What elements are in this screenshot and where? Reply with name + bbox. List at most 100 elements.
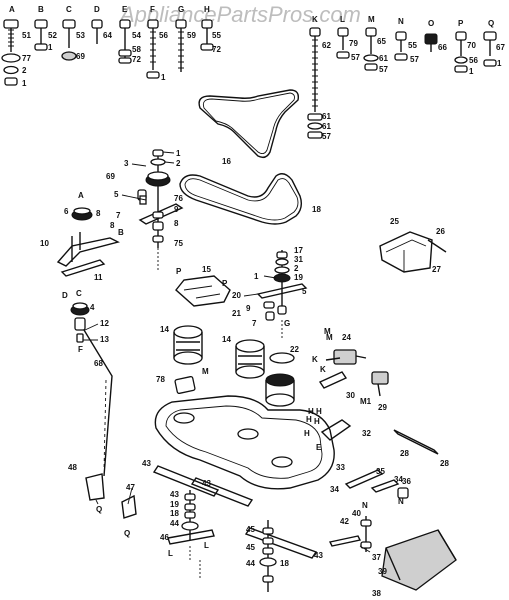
left-bracket-47[interactable]: 47 Q — [121, 483, 137, 538]
svg-text:12: 12 — [100, 319, 109, 328]
center-spindle-stack[interactable]: 17 31 2 19 1 20 5 21 7 9 G — [232, 246, 308, 328]
svg-text:59: 59 — [187, 31, 196, 40]
svg-text:9: 9 — [246, 304, 251, 313]
svg-text:27: 27 — [432, 265, 441, 274]
svg-text:M1: M1 — [360, 397, 372, 406]
svg-text:10: 10 — [40, 239, 49, 248]
svg-text:72: 72 — [212, 45, 221, 54]
svg-text:36: 36 — [402, 477, 411, 486]
svg-text:38: 38 — [372, 589, 381, 598]
svg-text:57: 57 — [322, 132, 331, 141]
svg-text:1: 1 — [176, 149, 181, 158]
blade-right[interactable]: 43 — [244, 527, 323, 560]
svg-text:32: 32 — [362, 429, 371, 438]
left-hub-stack[interactable]: 43 19 18 44 46 L L — [160, 490, 215, 558]
switch-assembly[interactable]: 24 30 29 M M1 — [318, 327, 389, 412]
svg-text:25: 25 — [390, 217, 399, 226]
hardware-A[interactable]: A 51 77 2 1 — [1, 5, 31, 88]
hardware-Q[interactable]: Q 67 1 — [483, 19, 505, 68]
spindle-center[interactable]: 14 — [222, 335, 265, 379]
svg-text:1: 1 — [254, 272, 259, 281]
svg-text:18: 18 — [280, 559, 289, 568]
svg-text:72: 72 — [132, 55, 141, 64]
svg-text:13: 13 — [100, 335, 109, 344]
left-arm-assembly[interactable]: A 8 6 B 10 11 D C 4 12 13 F 8 — [40, 191, 124, 354]
svg-text:M: M — [202, 367, 209, 376]
hardware-P[interactable]: P 70 56 1 — [454, 19, 478, 76]
center-hub-stack[interactable]: 45 45 44 18 — [246, 520, 289, 592]
svg-text:44: 44 — [246, 559, 255, 568]
svg-text:D: D — [62, 291, 68, 300]
left-bracket-48[interactable]: 48 Q — [68, 463, 105, 514]
svg-text:66: 66 — [438, 43, 447, 52]
svg-text:1: 1 — [161, 73, 166, 82]
svg-text:56: 56 — [469, 56, 478, 65]
svg-text:N: N — [398, 497, 404, 506]
blade-left[interactable]: 43 — [142, 459, 220, 497]
svg-text:69: 69 — [76, 52, 85, 61]
svg-text:8: 8 — [96, 209, 101, 218]
svg-text:1: 1 — [48, 43, 53, 52]
hardware-N[interactable]: N 55 57 — [394, 17, 419, 64]
mower-deck[interactable]: 32 33 E H H H — [154, 395, 371, 490]
svg-text:2: 2 — [176, 159, 181, 168]
svg-text:7: 7 — [116, 211, 121, 220]
svg-text:4: 4 — [90, 303, 95, 312]
svg-text:68: 68 — [94, 359, 103, 368]
rod-68[interactable]: 68 — [83, 329, 113, 477]
svg-text:B: B — [38, 5, 44, 14]
hardware-O[interactable]: O 66 — [424, 19, 447, 52]
hardware-E[interactable]: E 54 58 72 — [118, 5, 141, 64]
svg-text:28: 28 — [440, 459, 449, 468]
svg-text:22: 22 — [290, 345, 299, 354]
hardware-M[interactable]: M 65 61 57 — [363, 15, 388, 74]
svg-text:K: K — [312, 355, 318, 364]
spindle-right[interactable]: 22 K M K H H — [265, 333, 333, 416]
plate-78[interactable]: 78 M — [156, 367, 209, 394]
belt-lower[interactable]: 18 — [179, 173, 321, 225]
svg-text:N: N — [362, 501, 368, 510]
svg-text:M: M — [324, 327, 331, 336]
svg-text:H: H — [316, 407, 322, 416]
svg-text:7: 7 — [252, 319, 257, 328]
hardware-D[interactable]: D 64 — [91, 5, 112, 44]
spindle-left[interactable]: 14 — [160, 325, 203, 365]
right-parts[interactable]: 35 34 36 34 N N 40 42 37 39 38 — [328, 467, 457, 598]
svg-text:67: 67 — [496, 43, 505, 52]
hardware-L[interactable]: L 79 57 — [336, 15, 360, 62]
svg-text:L: L — [340, 15, 345, 24]
svg-text:40: 40 — [352, 509, 361, 518]
blade-center[interactable]: 43 — [190, 477, 254, 507]
svg-text:M: M — [368, 15, 375, 24]
svg-text:34: 34 — [394, 475, 403, 484]
right-bracket[interactable]: 25 26 27 — [379, 217, 447, 274]
svg-text:21: 21 — [232, 309, 241, 318]
idler-stack[interactable]: 1 2 3 69 5 76 9 75 8 7 — [106, 149, 183, 248]
svg-text:70: 70 — [467, 41, 476, 50]
svg-text:43: 43 — [142, 459, 151, 468]
belt-upper[interactable]: 16 — [198, 89, 300, 166]
svg-text:44: 44 — [170, 519, 179, 528]
svg-text:45: 45 — [246, 525, 255, 534]
hardware-G[interactable]: G 59 — [175, 5, 196, 72]
svg-text:L: L — [204, 541, 209, 550]
svg-text:8: 8 — [110, 221, 115, 230]
svg-text:18: 18 — [170, 509, 179, 518]
hardware-H[interactable]: H 55 72 — [200, 5, 221, 54]
svg-text:55: 55 — [408, 41, 417, 50]
hardware-C[interactable]: C 53 69 — [61, 5, 85, 61]
hardware-B[interactable]: B 52 1 — [34, 5, 57, 52]
hardware-F[interactable]: F 56 1 — [146, 5, 168, 82]
svg-text:28: 28 — [400, 449, 409, 458]
side-piece-28[interactable]: 28 28 — [393, 429, 449, 468]
svg-text:P: P — [176, 267, 182, 276]
belt-cover[interactable]: 15 P P — [175, 265, 231, 307]
svg-text:52: 52 — [48, 31, 57, 40]
svg-text:9: 9 — [174, 205, 179, 214]
letter-A: A — [9, 5, 15, 14]
svg-text:L: L — [168, 549, 173, 558]
svg-text:P: P — [458, 19, 464, 28]
svg-text:D: D — [94, 5, 100, 14]
hardware-K[interactable]: K 62 61 61 57 — [307, 15, 331, 141]
